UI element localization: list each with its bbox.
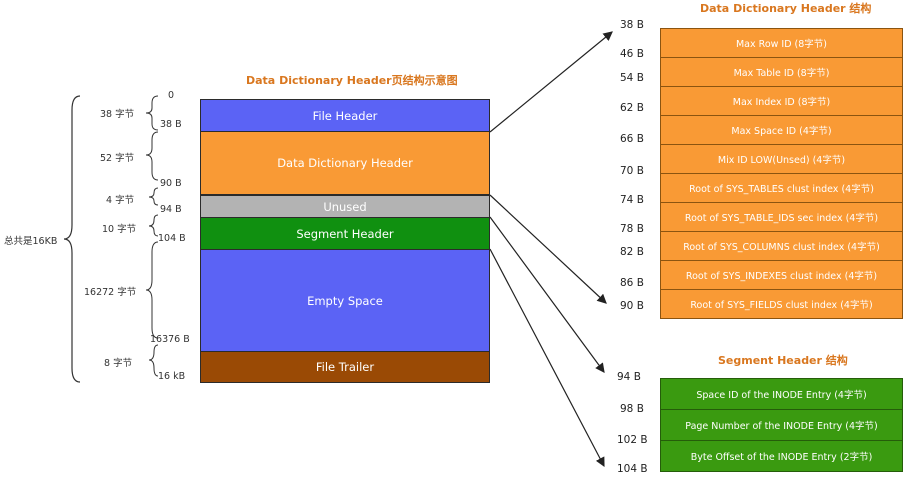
block-unused: Unused [200,195,490,218]
offset-label: 104 B [158,233,186,244]
brace-unused [148,187,159,206]
size-label: 38 字节 [100,109,135,120]
ddh-offset: 38 B [620,19,644,31]
ddh-row: Root of SYS_COLUMNS clust index (4字节) [660,231,903,261]
block-data-dictionary-header: Data Dictionary Header [200,131,490,195]
block-file-header: File Header [200,99,490,132]
ddh-offset: 54 B [620,72,644,84]
brace-ddh [145,131,159,181]
offset-label: 90 B [160,178,182,189]
seg-detail-title: Segment Header 结构 [718,354,848,367]
block-label: File Trailer [315,360,375,374]
block-label: Data Dictionary Header [277,156,413,170]
block-empty-space: Empty Space [200,249,490,352]
ddh-offset: 86 B [620,277,644,289]
size-label: 4 字节 [106,195,135,206]
seg-row: Space ID of the INODE Entry (4字节) [660,378,903,410]
size-label: 16272 字节 [84,287,137,298]
ddh-row: Max Table ID (8字节) [660,57,903,87]
block-label: Empty Space [307,293,383,308]
brace-trailer [148,344,159,377]
layout-title: Data Dictionary Header页结构示意图 [246,74,458,87]
seg-offset: 102 B [617,434,648,446]
ddh-row: Max Index ID (8字节) [660,86,903,116]
arrow-ddh-bottom [489,194,607,304]
arrow-ddh-top [489,31,613,133]
ddh-row: Root of SYS_FIELDS clust index (4字节) [660,289,903,319]
offset-label: 0 [168,90,175,101]
ddh-row: Mix ID LOW(Unsed) (4字节) [660,144,903,174]
ddh-detail-title: Data Dictionary Header 结构 [700,2,872,15]
total-brace [63,95,81,383]
ddh-offset: 78 B [620,223,644,235]
ddh-offset: 46 B [620,48,644,60]
ddh-row: Root of SYS_TABLE_IDS sec index (4字节) [660,202,903,232]
block-label: Unused [323,199,367,214]
seg-row: Page Number of the INODE Entry (4字节) [660,409,903,441]
ddh-row: Max Row ID (8字节) [660,28,903,58]
seg-offset: 98 B [620,403,644,415]
total-size-label: 总共是16KB [4,236,58,247]
ddh-offset: 70 B [620,165,644,177]
ddh-row: Root of SYS_TABLES clust index (4字节) [660,173,903,203]
size-label: 10 字节 [102,224,137,235]
block-label: File Header [312,108,378,123]
ddh-offset: 90 B [620,300,644,312]
ddh-offset: 66 B [620,133,644,145]
seg-offset: 94 B [617,371,641,383]
offset-label: 38 B [160,119,182,130]
ddh-offset: 82 B [620,246,644,258]
brace-segment [148,214,159,237]
ddh-offset: 74 B [620,194,644,206]
brace-file-header [145,95,159,131]
ddh-row: Max Space ID (4字节) [660,115,903,145]
block-file-trailer: File Trailer [200,351,490,383]
block-segment-header: Segment Header [200,217,490,250]
arrow-seg-bottom [489,248,605,468]
arrow-seg-top [489,216,605,373]
ddh-offset: 62 B [620,102,644,114]
brace-empty [145,241,159,339]
seg-row: Byte Offset of the INODE Entry (2字节) [660,440,903,472]
size-label: 52 字节 [100,153,135,164]
offset-label: 16 kB [158,371,186,382]
ddh-row: Root of SYS_INDEXES clust index (4字节) [660,260,903,290]
seg-offset: 104 B [617,463,648,475]
offset-label: 94 B [160,204,182,215]
offset-label: 16376 B [150,334,190,345]
size-label: 8 字节 [104,358,133,369]
block-label: Segment Header [296,226,394,241]
